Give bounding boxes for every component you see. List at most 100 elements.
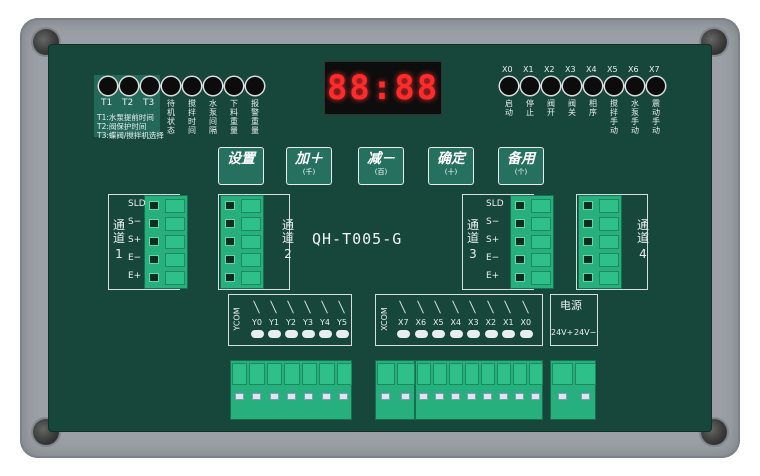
terminal-screw	[580, 393, 590, 400]
input-code-label: X4	[586, 65, 597, 74]
terminal-slot	[575, 363, 596, 385]
led-label: 下料重量	[230, 99, 238, 135]
terminal-screw-hole	[225, 201, 235, 210]
terminal-screw-hole	[583, 219, 593, 228]
output-function-tag	[268, 330, 281, 338]
terminal-screw-hole	[515, 255, 525, 264]
model-number: QH-T005-G	[312, 230, 403, 248]
channel-number: 1	[115, 247, 123, 261]
channel-label: 通道	[281, 218, 294, 245]
terminal-screw-hole	[515, 219, 525, 228]
led-indicator	[204, 77, 222, 95]
terminal-screw-hole	[515, 237, 525, 246]
channel-label: 通道	[466, 218, 479, 245]
input-code-label: X3	[565, 65, 576, 74]
input-led-label: 启动	[505, 99, 513, 117]
input-led	[626, 77, 644, 95]
input-code-label: X5	[607, 65, 618, 74]
terminal-screw	[339, 393, 349, 400]
terminal-slot	[481, 363, 495, 385]
input-function-tag	[432, 330, 445, 338]
terminal-screw-hole	[583, 201, 593, 210]
plus-button[interactable]: 加＋ (千)	[286, 147, 332, 185]
channel-terminal-block[interactable]	[510, 195, 554, 289]
channel-pin-label: E−	[486, 253, 500, 263]
terminal-screw	[304, 393, 314, 400]
terminal-slot	[377, 363, 395, 385]
input-function-tag	[414, 330, 428, 338]
terminal-slot	[449, 363, 463, 385]
power-label-box	[550, 294, 598, 346]
terminal-screw	[531, 393, 540, 400]
terminal-slot	[397, 363, 415, 385]
input-led	[542, 77, 560, 95]
input-common-terminal-block[interactable]	[375, 360, 415, 420]
terminal-ridge	[531, 217, 551, 231]
input-led	[647, 77, 665, 95]
input-led	[563, 77, 581, 95]
spare-button[interactable]: 备用 (个)	[498, 147, 544, 185]
channel-terminal-block[interactable]	[578, 195, 622, 289]
terminal-ridge	[241, 271, 261, 285]
output-terminal-block[interactable]	[230, 360, 352, 420]
settings-button[interactable]: 设置	[218, 147, 264, 185]
output-label-box	[228, 294, 352, 346]
terminal-screw-hole	[583, 237, 593, 246]
input-led-label: 水泵手动	[631, 99, 639, 135]
input-terminal-block[interactable]	[415, 360, 543, 420]
input-function-tag	[519, 330, 533, 338]
terminal-screw	[269, 393, 279, 400]
terminal-slot	[497, 363, 511, 385]
power-terminal-block[interactable]	[550, 360, 596, 420]
channel-number: 4	[639, 247, 647, 261]
terminal-screw	[451, 393, 460, 400]
power-pin-negative: 24V−	[574, 328, 597, 337]
channel-box	[576, 194, 648, 290]
channel-pin-label: E+	[128, 271, 142, 281]
terminal-ridge	[241, 199, 261, 213]
channel-number: 3	[469, 247, 477, 261]
terminal-screw-hole	[149, 255, 159, 264]
terminal-screw	[401, 393, 410, 400]
led-indicator	[120, 77, 138, 95]
confirm-button[interactable]: 确定 (十)	[428, 147, 474, 185]
terminal-ridge	[165, 271, 185, 285]
display-value: 88:88	[326, 68, 440, 108]
minus-button[interactable]: 减－ (百)	[358, 147, 404, 185]
led-label: T3	[143, 98, 155, 108]
led-label: 搅拌时间	[188, 99, 196, 135]
input-code-label: X1	[523, 65, 534, 74]
channel-terminal-block[interactable]	[144, 195, 188, 289]
channel-terminal-block[interactable]	[220, 195, 264, 289]
terminal-screw-hole	[149, 219, 159, 228]
spare-button-label: 备用	[507, 151, 535, 167]
t-legend-line-3: T3:蝶阀/搅拌机选择	[97, 131, 164, 140]
terminal-ridge	[241, 235, 261, 249]
terminal-ridge	[531, 235, 551, 249]
input-function-tag	[467, 330, 480, 338]
settings-button-label: 设置	[227, 151, 255, 167]
terminal-screw-hole	[225, 273, 235, 282]
output-function-tag	[319, 330, 332, 338]
terminal-screw	[557, 393, 567, 400]
terminal-screw	[499, 393, 508, 400]
channel-pin-label: E+	[486, 271, 500, 281]
terminal-screw-hole	[225, 219, 235, 228]
terminal-slot	[266, 363, 283, 385]
confirm-button-sub: (十)	[444, 168, 458, 176]
led-indicator	[225, 77, 243, 95]
input-led-label: 搅拌手动	[610, 99, 618, 135]
channel-pin-label: SLD	[486, 199, 504, 209]
terminal-ridge	[241, 253, 261, 267]
input-function-tag	[484, 330, 498, 338]
channel-pin-label: SLD	[128, 199, 146, 209]
terminal-screw-hole	[225, 237, 235, 246]
channel-number: 2	[284, 247, 292, 261]
terminal-screw	[515, 393, 524, 400]
channel-pin-label: E−	[128, 253, 142, 263]
input-pin-label: X0	[520, 318, 532, 327]
led-label: T2	[122, 98, 134, 108]
led-label: T1	[101, 98, 113, 108]
minus-button-label: 减－	[367, 151, 395, 167]
